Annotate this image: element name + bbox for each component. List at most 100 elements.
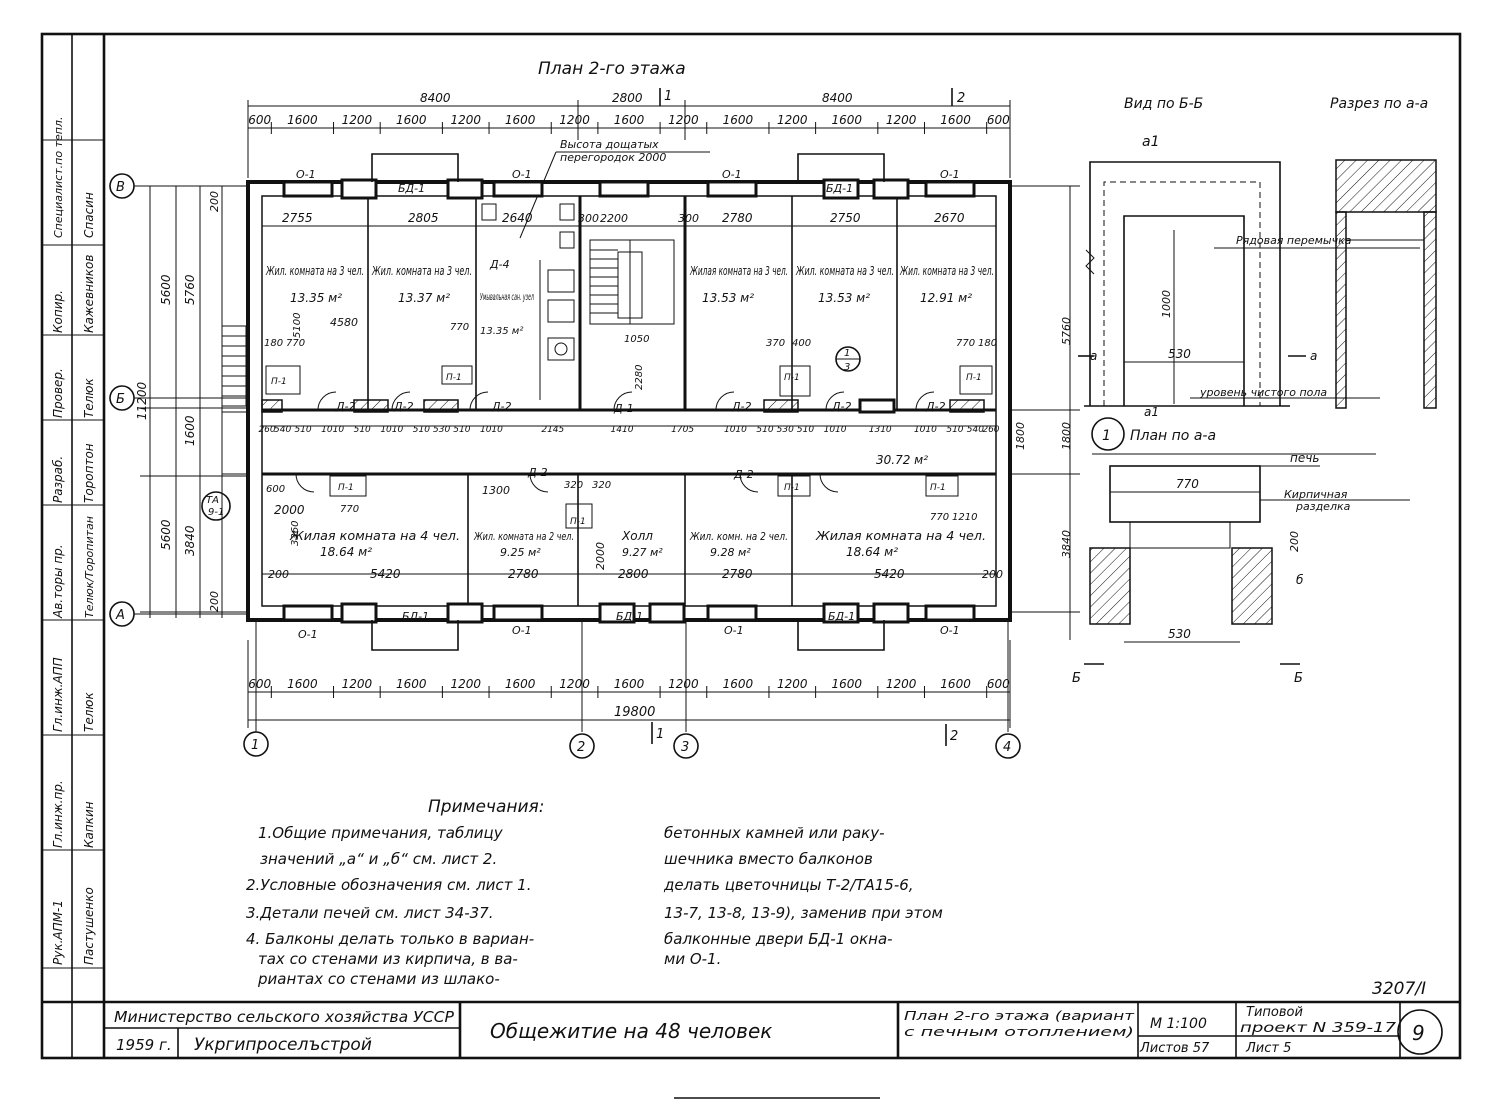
room-width-bottom-1: 200 bbox=[268, 568, 289, 581]
room-bottom-4-name: Жил. комн. на 2 чел. bbox=[689, 530, 788, 543]
room-width-top-3: 2640 bbox=[502, 211, 533, 225]
stamp-role-3: Гл.инж.АПП bbox=[51, 657, 65, 732]
misc-dim-2: 5100 bbox=[292, 313, 303, 338]
mark-B-right: Б bbox=[1294, 671, 1303, 686]
top-segment-label: 1600 bbox=[614, 113, 645, 127]
bottom-segment-label: 1600 bbox=[940, 677, 971, 691]
misc-dim-15: 1210 bbox=[952, 512, 977, 523]
room-top-5-name: Жил. комната на 3 чел. bbox=[795, 264, 894, 278]
project-line-1: Типовой bbox=[1246, 1005, 1303, 1020]
tag-stove: П-1 bbox=[570, 517, 586, 527]
misc-dim-11: 1300 bbox=[482, 484, 510, 497]
misc-dim-16: 2000 bbox=[594, 542, 607, 570]
sheet-title-1: План 2-го этажа (вариант bbox=[904, 1009, 1135, 1023]
stamp-name-3: Телюк bbox=[82, 692, 96, 732]
corridor-dim-label: 510 bbox=[756, 425, 773, 435]
corridor-dim-label: 1410 bbox=[611, 425, 634, 435]
tag-d2: Д-2 bbox=[491, 400, 512, 413]
top-segment-label: 1200 bbox=[668, 113, 699, 127]
corridor-dim-label: 530 bbox=[777, 425, 794, 435]
ta-mark-sub: 9-1 bbox=[208, 507, 224, 518]
axis-columns: 1 2 3 4 bbox=[243, 620, 1021, 759]
note-left-5: 4. Балконы делать только в вариан- bbox=[246, 930, 534, 948]
tag-d2: Д-2 bbox=[335, 400, 356, 413]
misc-dim-9: 600 bbox=[266, 484, 285, 495]
mark-a1-top: а1 bbox=[1142, 134, 1160, 150]
axis-col-3: 3 bbox=[681, 740, 689, 755]
corridor-dim-label: 1010 bbox=[480, 425, 503, 435]
corridor-dim-label: 540 bbox=[967, 425, 984, 435]
stamp-name-8: Спасин bbox=[82, 192, 96, 238]
top-overall-1: 8400 bbox=[420, 91, 451, 105]
room-top-1-name: Жил. комната на 3 чел. bbox=[265, 264, 364, 278]
object-name: Общежитие на 48 человек bbox=[490, 1019, 772, 1043]
misc-dim-19: 370 bbox=[766, 338, 785, 349]
misc-dim-14: 770 bbox=[930, 512, 949, 523]
partition-note-line-1: Высота дощатых bbox=[560, 138, 659, 151]
room-bottom-3-name: Холл bbox=[621, 529, 653, 543]
tag-stove: П-1 bbox=[784, 373, 800, 383]
external-stair bbox=[221, 325, 249, 475]
tag-bd1: БД-1 bbox=[828, 610, 855, 623]
tag-d4: Д-4 bbox=[489, 258, 510, 271]
stamp-role-7: Копир. bbox=[51, 290, 65, 333]
tag-d2: Д-2 bbox=[733, 468, 754, 481]
top-segment-label: 1200 bbox=[450, 113, 481, 127]
callout-sheet: 3 bbox=[844, 362, 850, 373]
corridor-dim-label: 1010 bbox=[380, 425, 403, 435]
note-right-1: бетонных камней или раку- bbox=[664, 824, 885, 842]
section-mark-top-2: 2 bbox=[957, 91, 965, 106]
axis-row-a: А bbox=[115, 608, 125, 623]
left-dim-3: 11200 bbox=[135, 381, 149, 420]
tag-bd1: БД-1 bbox=[616, 610, 643, 623]
misc-dim-13: 320 bbox=[592, 480, 611, 491]
room-width-top-7: 2780 bbox=[722, 211, 753, 225]
detail-dim-3840: 3840 bbox=[1060, 530, 1073, 558]
notes-header: Примечания: bbox=[428, 797, 545, 817]
top-segment-label: 1200 bbox=[777, 113, 808, 127]
tag-stove: П-1 bbox=[338, 483, 354, 493]
note-right-3: делать цветочницы Т-2/ТА15-6, bbox=[663, 876, 914, 894]
room-bottom-1-area: 18.64 м² bbox=[320, 545, 372, 559]
plan-callout: 1 bbox=[1102, 428, 1111, 444]
room-bottom-3-area: 9.27 м² bbox=[622, 546, 663, 559]
stamp-name-4: Телюк/Торопитан bbox=[83, 516, 96, 618]
top-segment-label: 600 bbox=[248, 113, 271, 127]
stove-label: печь bbox=[1290, 451, 1319, 465]
axis-row-b: Б bbox=[116, 392, 125, 407]
ta-mark-label: ТА bbox=[206, 495, 219, 506]
tag-stove: П-1 bbox=[966, 373, 982, 383]
corridor-dim-label: 510 bbox=[294, 425, 311, 435]
bottom-segment-label: 1200 bbox=[559, 677, 590, 691]
title-block: 3207/I Министерство сельского хозяйства … bbox=[114, 979, 1443, 1056]
misc-dim-10: 770 bbox=[340, 504, 359, 515]
tag-o1: О-1 bbox=[722, 168, 742, 181]
tag-d2: Д-2 bbox=[925, 400, 946, 413]
bottom-segment-label: 1200 bbox=[886, 677, 917, 691]
tag-o1: О-1 bbox=[940, 624, 960, 637]
mark-b-small: б bbox=[1296, 573, 1304, 587]
room-width-top-4: 300 bbox=[578, 212, 599, 225]
top-segment-label: 1600 bbox=[396, 113, 427, 127]
partition-note-line-2: перегородок 2000 bbox=[560, 151, 666, 164]
year: 1959 г. bbox=[116, 1036, 172, 1054]
misc-dim-7: 3360 bbox=[290, 521, 301, 546]
note-right-5: балконные двери БД-1 окна- bbox=[664, 930, 893, 948]
misc-dim-8: 2000 bbox=[274, 503, 305, 517]
axis-col-2: 2 bbox=[577, 740, 585, 755]
bottom-segment-label: 1600 bbox=[505, 677, 536, 691]
sheet-number: Лист 5 bbox=[1245, 1041, 1291, 1056]
tag-o1: О-1 bbox=[724, 624, 744, 637]
opening-tags: О-1 БД-1 О-1 О-1 БД-1 О-1 О-1 БД-1 О-1 Б… bbox=[271, 168, 982, 641]
top-segment-label: 1600 bbox=[831, 113, 862, 127]
left-dim-4: 1600 bbox=[183, 415, 197, 446]
room-top-4-area: 13.53 м² bbox=[702, 291, 754, 305]
bottom-segment-label: 1200 bbox=[777, 677, 808, 691]
note-right-4: 13-7, 13-8, 13-9), заменив при этом bbox=[664, 904, 943, 922]
top-segment-label: 1200 bbox=[342, 113, 373, 127]
detail-dim-5760: 5760 bbox=[1060, 317, 1073, 345]
left-dim-1: 5600 bbox=[159, 274, 173, 305]
top-segment-label: 1600 bbox=[505, 113, 536, 127]
misc-dim-20: 400 bbox=[792, 338, 811, 349]
